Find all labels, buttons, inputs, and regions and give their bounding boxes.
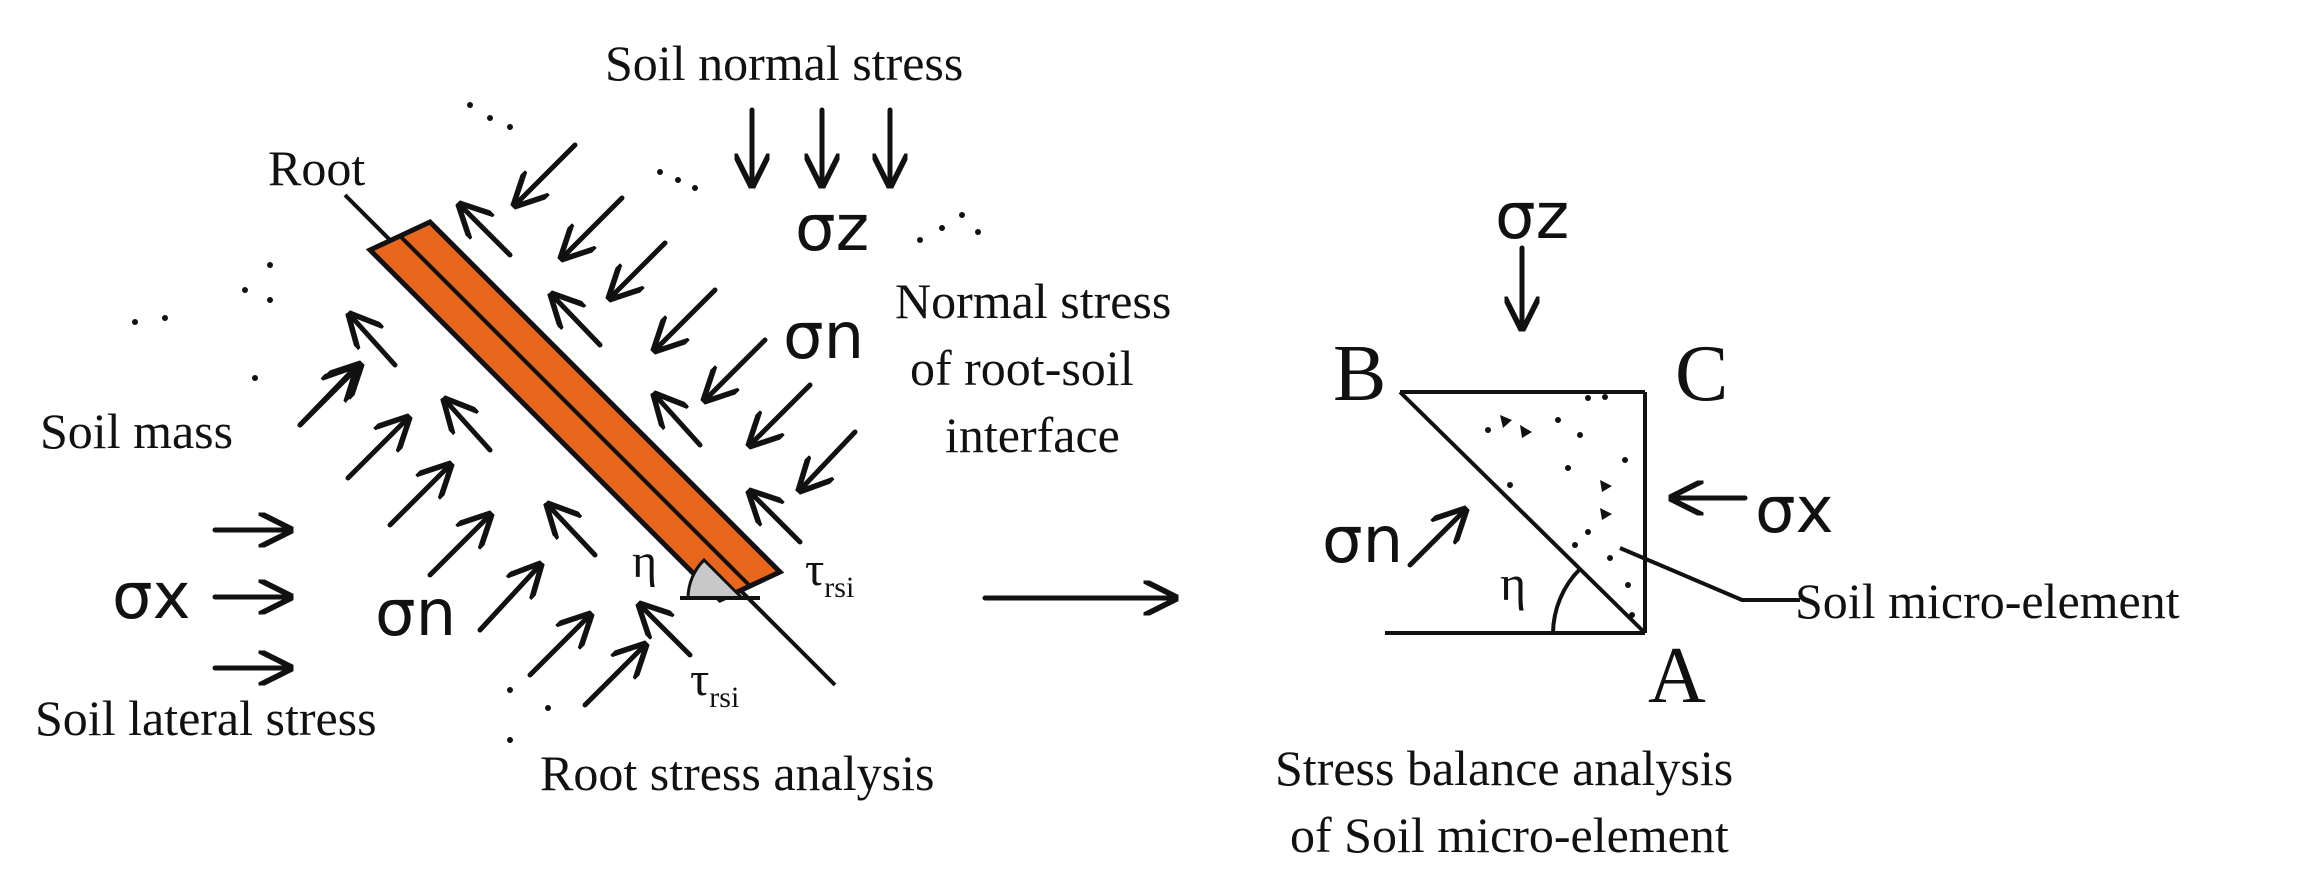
root-stress-analysis-label: Root stress analysis: [540, 745, 934, 801]
normal-stress-label-1: Normal stress: [895, 273, 1171, 329]
vertex-B-label: B: [1333, 330, 1386, 418]
edge-BA: [1398, 390, 1647, 635]
root-center-line: [398, 234, 752, 588]
sigma-n-arrow-ul-4: [750, 492, 803, 545]
sigma-n-arrow-ur-2: [562, 195, 625, 258]
tau-rsi-bottom-label: τrsi: [690, 653, 739, 714]
sigma-z-label-right: σz: [1495, 180, 1569, 254]
sigma-n-arrow-ur-5: [705, 337, 768, 400]
root-label: Root: [268, 140, 365, 196]
caption-line-2: of Soil micro-element: [1290, 807, 1729, 863]
sigma-n-arrow-ll-4: [427, 515, 490, 578]
sigma-n-arrow-ll-5: [477, 565, 540, 633]
sigma-x-label-left: σx: [112, 560, 190, 634]
sigma-n-arrow-ul-2: [552, 295, 603, 348]
sigma-n-arrow-ll-up-2: [445, 400, 493, 453]
soil-micro-element-label: Soil micro-element: [1795, 573, 2180, 629]
eta-label-left: η: [632, 535, 657, 588]
sigma-n-arrow-right: [1407, 510, 1465, 568]
tau-arrow-bottom: [640, 605, 693, 658]
soil-particles-left: [132, 102, 981, 743]
root-stress-analysis-panel: Soil normal stress Root σz Normal stress…: [35, 35, 1171, 801]
sigma-n-arrow-ll-3: [387, 465, 450, 528]
sigma-n-arrow-ur-4: [655, 287, 718, 350]
soil-particles-right: [1485, 394, 1635, 618]
sigma-n-label-right: σn: [1322, 504, 1403, 578]
soil-mass-label: Soil mass: [40, 403, 233, 459]
sigma-n-arrow-ur-7: [800, 429, 858, 490]
normal-stress-label-3: interface: [945, 407, 1120, 463]
sigma-n-arrow-ll-2: [345, 418, 408, 481]
sigma-n-arrow-ur-3: [610, 240, 668, 298]
caption-line-1: Stress balance analysis: [1275, 740, 1733, 796]
sigma-n-arrow-ur-6: [750, 382, 813, 445]
soil-normal-stress-label: Soil normal stress: [605, 35, 963, 91]
sigma-z-label-left: σz: [795, 192, 869, 266]
micro-element-panel: σz B C A σn σx η Soil micro-element Stre…: [1275, 180, 2180, 863]
sigma-n-arrow-ul-1: [460, 205, 513, 258]
normal-stress-label-2: of root-soil: [910, 340, 1134, 396]
soil-lateral-stress-label: Soil lateral stress: [35, 690, 377, 746]
vertex-A-label: A: [1648, 632, 1706, 720]
micro-element-leader: [1619, 546, 1800, 602]
sigma-n-arrow-ll-6: [527, 615, 590, 678]
sigma-n-arrow-ur-1: [515, 142, 578, 205]
soil-mass-leader: [297, 368, 355, 428]
sigma-x-label-right: σx: [1755, 474, 1833, 548]
sigma-n-arrow-ll-up-3: [548, 505, 598, 558]
sigma-n-arrow-ll-up-1: [350, 315, 398, 368]
sigma-n-arrow-ll-7: [582, 645, 645, 708]
sigma-n-arrow-ul-3: [655, 395, 703, 448]
eta-label-right: η: [1500, 555, 1526, 611]
sigma-n-label-lower: σn: [375, 577, 456, 651]
sigma-n-label-upper: σn: [783, 300, 864, 374]
tau-rsi-right-label: τrsi: [805, 543, 854, 604]
eta-arc-right: [1551, 567, 1582, 634]
vertex-C-label: C: [1675, 330, 1728, 418]
